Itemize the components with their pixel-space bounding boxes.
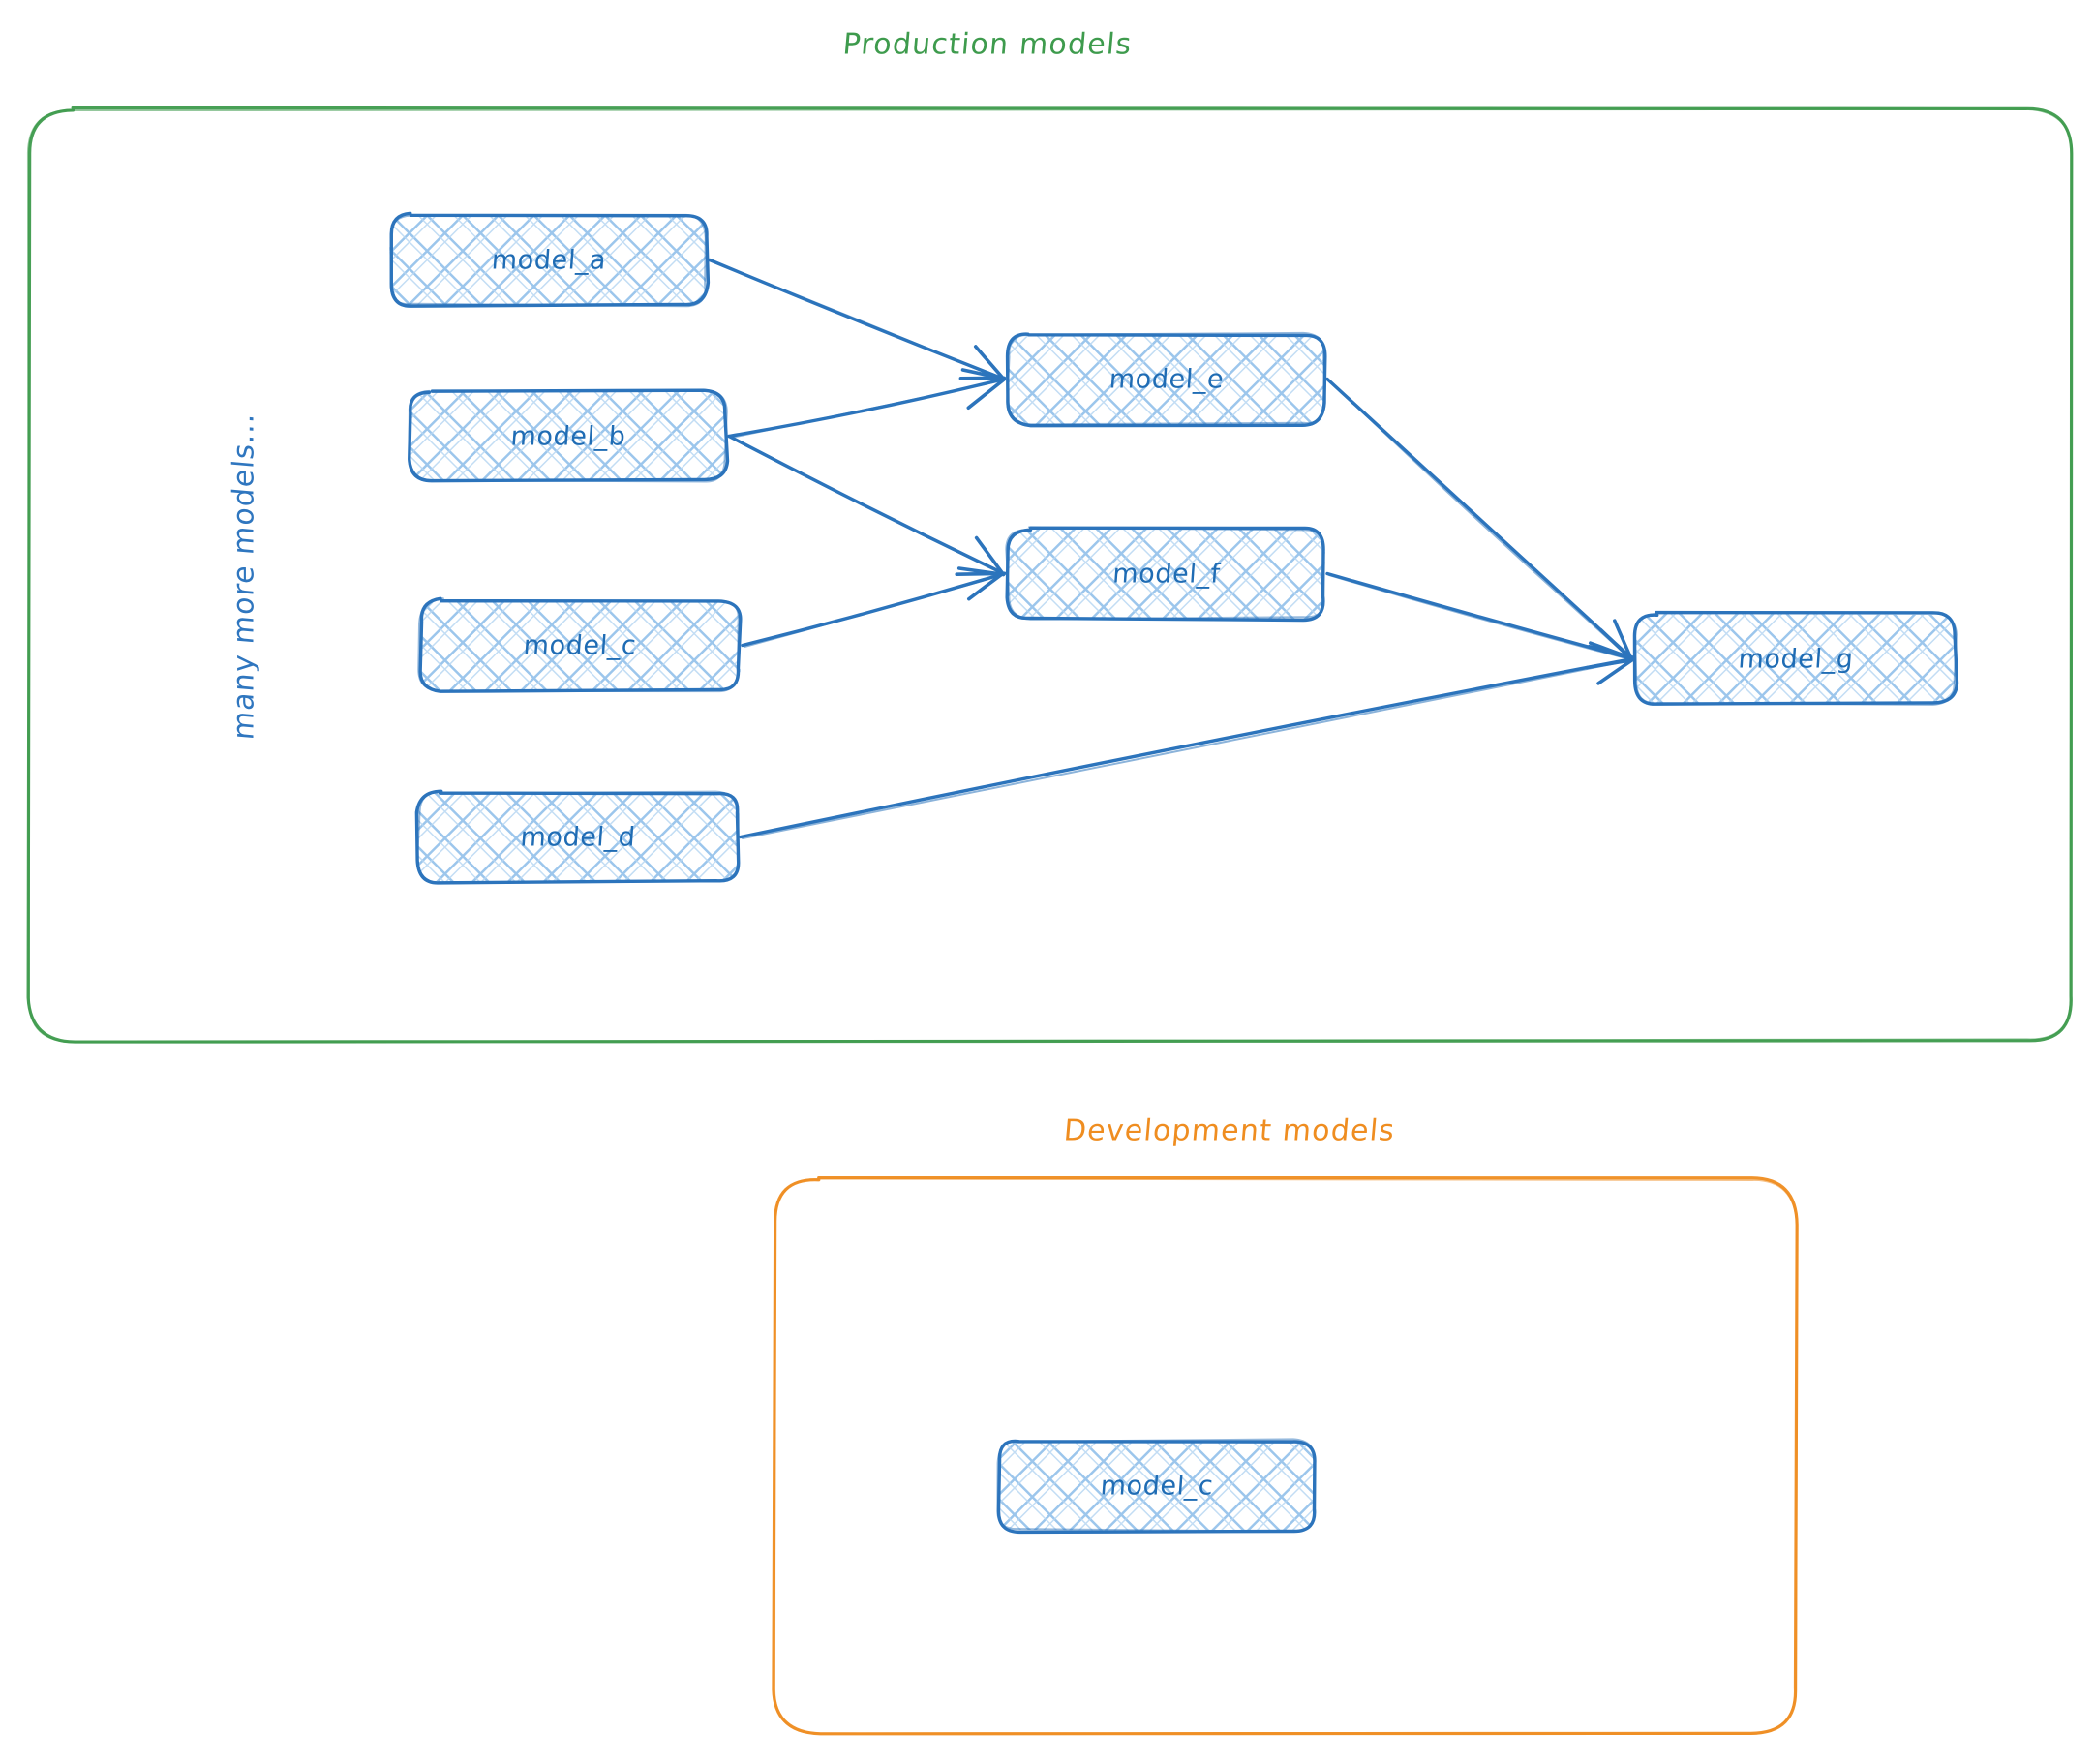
node-model_g[interactable] (1632, 610, 1959, 706)
nodes-layer (388, 211, 1959, 1535)
node-model_f[interactable] (1005, 526, 1325, 623)
group-container-development (772, 1176, 1799, 1736)
edge-model_b-to-model_e (727, 368, 1007, 439)
node-model_d[interactable] (414, 789, 741, 885)
edge-model_b-to-model_f (727, 434, 1007, 577)
edge-model_d-to-model_g (739, 644, 1635, 839)
node-model_e[interactable] (1005, 331, 1327, 428)
edge-model_a-to-model_e (708, 258, 1007, 381)
node-model_a[interactable] (388, 211, 711, 308)
node-model_c_dev[interactable] (996, 1438, 1317, 1535)
node-model_b[interactable] (408, 388, 730, 483)
edges-layer (708, 258, 1635, 839)
edge-model_f-to-model_g (1325, 571, 1634, 670)
group-containers-layer (26, 106, 2074, 1736)
node-model_c_prod[interactable] (417, 596, 743, 693)
edge-model_c_prod-to-model_f (741, 566, 1006, 648)
group-container-production (26, 106, 2074, 1044)
